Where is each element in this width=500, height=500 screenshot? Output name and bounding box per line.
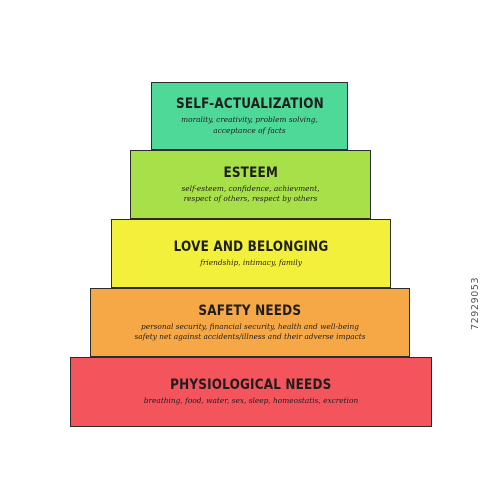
tier-title: ESTEEM — [223, 164, 278, 181]
tier-title: LOVE AND BELONGING — [173, 238, 329, 255]
tier-description-line: acceptance of facts — [213, 125, 286, 135]
tier-description-line: friendship, intimacy, family — [200, 257, 302, 267]
tier-title: SELF-ACTUALIZATION — [175, 96, 324, 113]
tier-description-line: respect of others, respect by others — [183, 194, 318, 204]
tier-description: self-esteem, confidence, achievment, res… — [181, 184, 319, 205]
tier-description: friendship, intimacy, family — [200, 258, 302, 268]
pyramid-tier-safety-needs: SAFETY NEEDS personal security, financia… — [90, 288, 410, 357]
pyramid-tier-self-actualization: SELF-ACTUALIZATION morality, creativity,… — [151, 82, 348, 150]
tier-description: breathing, food, water, sex, sleep, home… — [144, 396, 358, 406]
tier-description-line: personal security, financial security, h… — [140, 321, 359, 331]
tier-description-line: breathing, food, water, sex, sleep, home… — [143, 396, 359, 406]
stock-id-label: 72929053 — [470, 276, 481, 330]
tier-description: morality, creativity, problem solving, a… — [181, 115, 318, 136]
tier-title: SAFETY NEEDS — [198, 302, 302, 319]
tier-description-line: morality, creativity, problem solving, — [181, 115, 318, 125]
tier-description-line: self-esteem, confidence, achievment, — [181, 183, 320, 193]
pyramid-tier-esteem: ESTEEM self-esteem, confidence, achievme… — [130, 150, 371, 219]
pyramid-tier-love-and-belonging: LOVE AND BELONGING friendship, intimacy,… — [111, 219, 391, 288]
tier-description-line: safety net against accidents/illness and… — [134, 332, 366, 342]
pyramid-tier-physiological-needs: PHYSIOLOGICAL NEEDS breathing, food, wat… — [70, 357, 432, 427]
tier-title: PHYSIOLOGICAL NEEDS — [170, 377, 332, 394]
tier-description: personal security, financial security, h… — [134, 322, 365, 343]
